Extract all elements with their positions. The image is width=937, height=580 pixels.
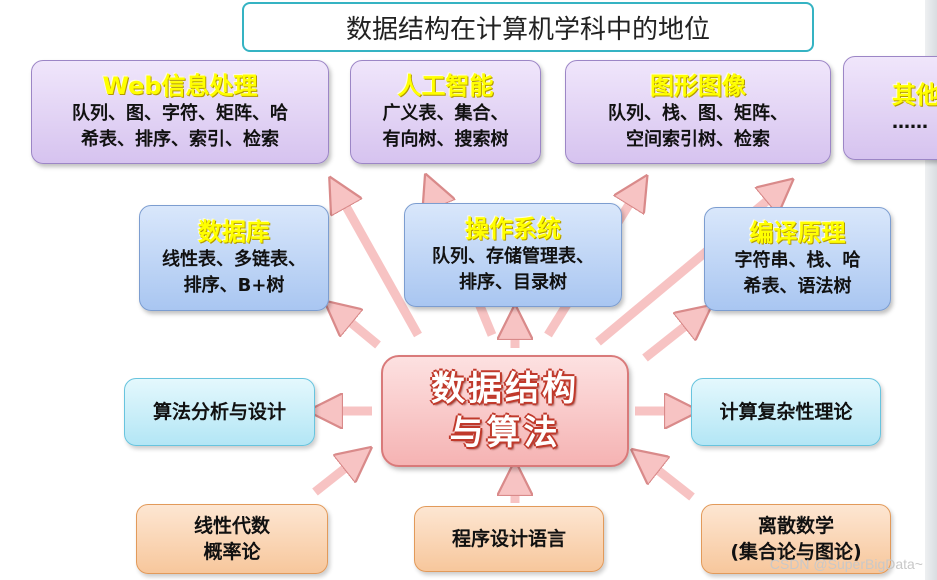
box-complexity-theory-text: 计算复杂性理论 (719, 401, 853, 423)
box-graphics-line: 空间索引树、检索 (626, 129, 770, 150)
box-other-line: …… (892, 112, 928, 133)
page-title: 数据结构在计算机学科中的地位 (242, 2, 814, 52)
box-graphics: 图形图像 队列、栈、图、矩阵、 空间索引树、检索 (565, 60, 831, 164)
box-ai: 人工智能 广义表、集合、 有向树、搜索树 (350, 60, 541, 164)
center-line: 与算法 (449, 413, 561, 453)
box-database-line: 排序、B+树 (183, 275, 285, 296)
box-web-line: 希表、排序、索引、检索 (81, 129, 279, 150)
watermark: CSDN @SuperBigData~ (769, 556, 923, 572)
box-compiler-line: 字符串、栈、哈 (734, 250, 861, 271)
arrow-to-database (338, 312, 381, 349)
arrow-from-discrete-math (645, 460, 695, 501)
box-ai-head: 人工智能 (397, 72, 494, 100)
box-discrete-math-line: (集合论与图论) (730, 541, 862, 563)
center-data-structures-algorithms: 数据结构 与算法 (381, 355, 629, 467)
box-linear-algebra-line: 概率论 (203, 541, 261, 563)
box-graphics-line: 队列、栈、图、矩阵、 (608, 103, 788, 124)
box-graphics-head: 图形图像 (650, 72, 746, 100)
box-web-information: Web信息处理 队列、图、字符、矩阵、哈 希表、排序、索引、检索 (31, 60, 329, 164)
box-algorithm-design: 算法分析与设计 (124, 378, 315, 446)
box-complexity-theory: 计算复杂性理论 (691, 378, 881, 446)
box-database-head: 数据库 (198, 218, 270, 246)
arrow-to-compiler (642, 316, 698, 362)
box-linear-algebra: 线性代数 概率论 (136, 504, 328, 574)
arrow-to-web (338, 192, 422, 338)
box-os: 操作系统 队列、存储管理表、 排序、目录树 (404, 203, 622, 307)
box-web-line: 队列、图、字符、矩阵、哈 (72, 103, 288, 124)
arrow-from-linear-algebra (312, 458, 358, 496)
box-algorithm-design-text: 算法分析与设计 (152, 401, 286, 423)
box-ai-line: 广义表、集合、 (382, 103, 509, 124)
page-title-text: 数据结构在计算机学科中的地位 (345, 14, 710, 45)
box-compiler: 编译原理 字符串、栈、哈 希表、语法树 (704, 207, 891, 311)
box-web-head: Web信息处理 (102, 72, 258, 100)
box-other-head: 其他 (892, 81, 937, 109)
box-compiler-head: 编译原理 (749, 219, 846, 247)
box-database-line: 线性表、多链表、 (162, 249, 306, 270)
box-database: 数据库 线性表、多链表、 排序、B+树 (139, 205, 329, 311)
box-programming-language-text: 程序设计语言 (451, 528, 566, 550)
box-os-head: 操作系统 (465, 215, 561, 243)
box-linear-algebra-line: 线性代数 (193, 515, 270, 537)
box-discrete-math: 离散数学 (集合论与图论) (701, 504, 891, 574)
box-os-line: 排序、目录树 (459, 272, 567, 293)
box-ai-line: 有向树、搜索树 (382, 129, 509, 150)
box-os-line: 队列、存储管理表、 (432, 246, 594, 267)
box-programming-language: 程序设计语言 (414, 506, 604, 572)
box-other: 其他 …… (843, 56, 937, 160)
box-compiler-line: 希表、语法树 (743, 276, 852, 297)
box-discrete-math-line: 离散数学 (757, 515, 834, 537)
center-line: 数据结构 (431, 369, 579, 409)
